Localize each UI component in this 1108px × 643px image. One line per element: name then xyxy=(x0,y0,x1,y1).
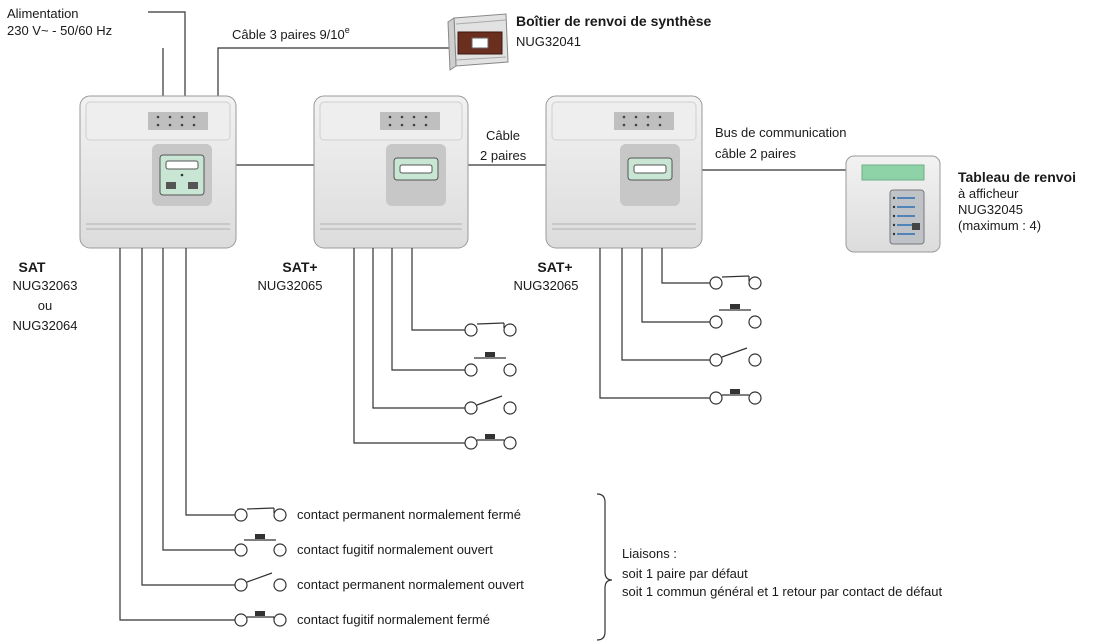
liaisons-line2: soit 1 commun général et 1 retour par co… xyxy=(622,584,943,599)
synthesis-box-unit xyxy=(447,13,509,71)
satplus-unit-1 xyxy=(313,95,469,249)
synthesis-box-title: Boîtier de renvoi de synthèse xyxy=(516,13,711,29)
satplus-unit-2 xyxy=(545,95,703,249)
satplus2-ref: NUG32065 xyxy=(513,278,578,293)
sat-ref1: NUG32063 xyxy=(12,278,77,293)
legend-item-3: contact permanent normalement ouvert xyxy=(297,577,524,592)
interconnect-wires xyxy=(148,11,846,171)
tableau-line1: à afficheur xyxy=(958,186,1019,201)
satplus1-title: SAT+ xyxy=(282,259,317,275)
tableau-title: Tableau de renvoi xyxy=(958,169,1076,185)
liaisons-line1: soit 1 paire par défaut xyxy=(622,566,748,581)
contact-permanent-no-symbol xyxy=(234,572,287,592)
tableau-line3: (maximum : 4) xyxy=(958,218,1041,233)
liaisons-brace xyxy=(596,493,613,641)
synthesis-box-ref: NUG32041 xyxy=(516,34,581,49)
power-label-line2: 230 V~ - 50/60 Hz xyxy=(7,23,112,38)
satplus2-title: SAT+ xyxy=(537,259,572,275)
contact-fugitif-nf-symbol xyxy=(234,611,287,627)
legend-item-2: contact fugitif normalement ouvert xyxy=(297,542,493,557)
sat-unit xyxy=(79,95,237,249)
satplus1-ref: NUG32065 xyxy=(257,278,322,293)
sat-ref2: NUG32064 xyxy=(12,318,77,333)
cable2-label-line1: Câble xyxy=(486,128,520,143)
legend-item-4: contact fugitif normalement fermé xyxy=(297,612,490,627)
bus-label-line1: Bus de communication xyxy=(715,125,847,140)
power-label-line1: Alimentation xyxy=(7,6,79,21)
cable2-label-line2: 2 paires xyxy=(480,148,527,163)
sat-or: ou xyxy=(38,298,52,313)
contact-fugitif-no-symbol xyxy=(234,534,287,557)
sat-title: SAT xyxy=(19,259,46,275)
contact-permanent-nf-symbol xyxy=(234,507,287,522)
tableau-line2: NUG32045 xyxy=(958,202,1023,217)
liaisons-title: Liaisons : xyxy=(622,546,677,561)
satplus1-contacts xyxy=(353,248,517,450)
satplus2-contacts xyxy=(599,248,762,405)
legend-item-1: contact permanent normalement fermé xyxy=(297,507,521,522)
tableau-renvoi-unit xyxy=(845,155,941,253)
bus-label-line2: câble 2 paires xyxy=(715,146,796,161)
cable3-label: Câble 3 paires 9/10e xyxy=(232,25,350,42)
sat-contact-wiring xyxy=(119,248,235,621)
